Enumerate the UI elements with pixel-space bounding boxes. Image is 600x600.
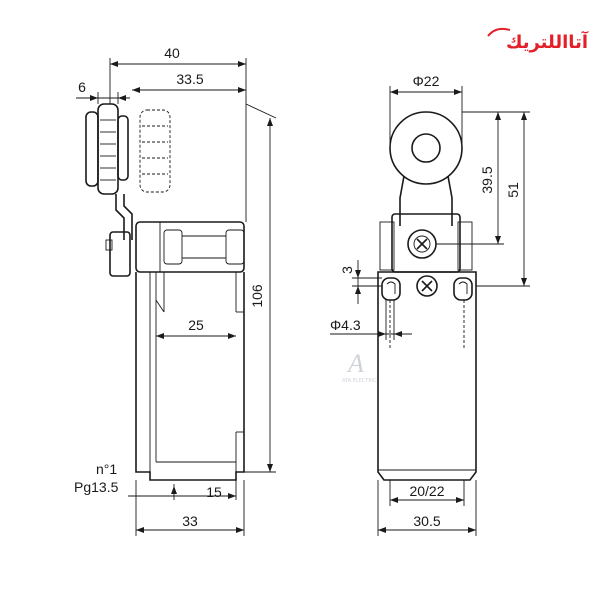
watermark-caption: ATA ELECTRIC — [342, 378, 377, 384]
dim-roller-offset: 33.5 — [176, 71, 203, 87]
front-view: Φ22 39.5 51 3 Φ4.3 20/22 — [330, 73, 530, 536]
mounting-hole-left — [381, 277, 401, 301]
brand-logo-text: آتااللتريك — [506, 30, 589, 53]
brand-logo: آتااللتريك — [487, 27, 589, 53]
dim-nozzle-offset: 15 — [206, 484, 222, 500]
mounting-hole-right — [453, 277, 473, 301]
switch-head-side — [135, 221, 245, 273]
dim-hole-spacing: 20/22 — [409, 483, 444, 499]
roller-side — [85, 103, 129, 195]
dim-step: 3 — [339, 266, 355, 274]
watermark: A ATA ELECTRIC — [342, 349, 377, 384]
dim-body-depth: 25 — [188, 317, 204, 333]
dim-height: 106 — [249, 284, 265, 308]
lever-arm-side — [105, 194, 133, 277]
dim-body-width: 30.5 — [413, 513, 440, 529]
dim-lever-length: 39.5 — [479, 166, 495, 193]
switch-body-front — [377, 271, 477, 481]
watermark-letter: A — [346, 349, 364, 378]
cable-entry-thread: Pg13.5 — [74, 479, 119, 495]
dim-hole-dia: Φ4.3 — [330, 317, 361, 333]
cable-entry-number: n°1 — [96, 461, 117, 477]
dim-roller-dia: Φ22 — [413, 73, 440, 89]
roller-side-alt — [139, 109, 171, 193]
cover-screw — [416, 275, 438, 297]
dim-overall-length: 51 — [505, 182, 521, 198]
dim-width-overall: 40 — [164, 45, 180, 61]
dim-roller-width: 6 — [78, 79, 86, 95]
side-view: 40 33.5 6 106 25 15 — [74, 45, 277, 536]
lever-screw — [407, 229, 437, 259]
roller-front — [389, 111, 463, 185]
dim-base-width: 33 — [182, 513, 198, 529]
switch-body-side — [135, 272, 245, 481]
